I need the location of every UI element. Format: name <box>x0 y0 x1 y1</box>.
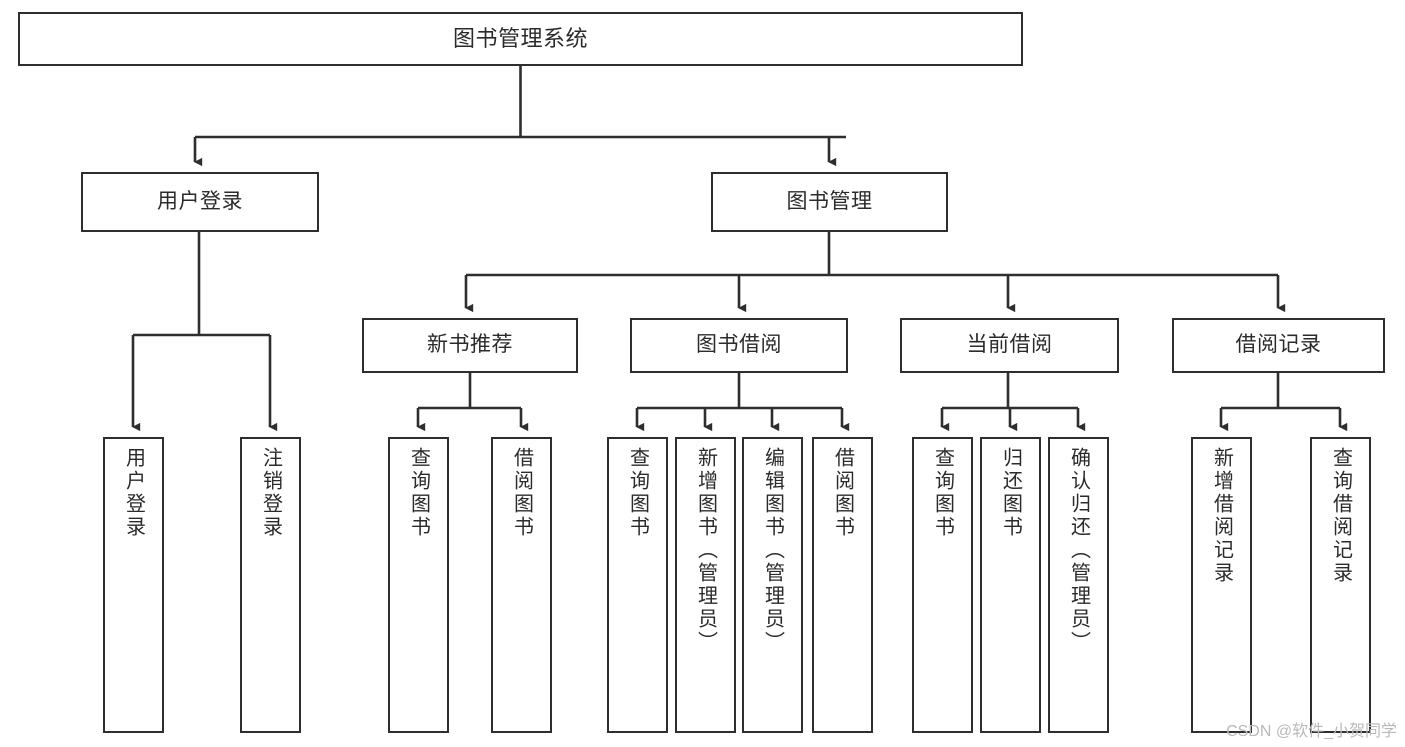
node-label: 用户登录 <box>122 447 145 539</box>
node-label: 图书借阅 <box>696 333 782 357</box>
leaf-borrow-add-book-admin[interactable]: 新增图书（管理员） <box>675 437 736 733</box>
leaf-user-login-logout[interactable]: 注销登录 <box>240 437 301 733</box>
leaf-record-query-record[interactable]: 查询借阅记录 <box>1310 437 1371 733</box>
leaf-borrow-edit-book-admin[interactable]: 编辑图书（管理员） <box>742 437 803 733</box>
node-new-book-recommend[interactable]: 新书推荐 <box>362 318 578 373</box>
node-label: 查询图书 <box>626 447 649 539</box>
watermark-text: CSDN @软件_小贺同学 <box>1226 723 1397 740</box>
node-label: 借阅图书 <box>510 447 533 539</box>
node-label: 查询图书 <box>931 447 954 539</box>
node-label: 当前借阅 <box>966 333 1053 357</box>
node-root-system[interactable]: 图书管理系统 <box>18 12 1023 66</box>
node-label: 新书推荐 <box>427 333 513 357</box>
node-label: 归还图书 <box>999 447 1022 539</box>
leaf-user-login-login[interactable]: 用户登录 <box>103 437 164 733</box>
node-label: 确认归还（管理员） <box>1067 447 1090 654</box>
node-label: 编辑图书（管理员） <box>761 447 784 654</box>
node-label: 借阅记录 <box>1235 333 1322 357</box>
node-label: 新增图书（管理员） <box>694 447 717 654</box>
node-label: 新增借阅记录 <box>1210 447 1233 585</box>
node-label: 图书管理 <box>786 189 873 213</box>
node-label: 查询图书 <box>407 447 430 539</box>
leaf-current-return-book[interactable]: 归还图书 <box>980 437 1041 733</box>
leaf-borrow-borrow-book[interactable]: 借阅图书 <box>812 437 873 733</box>
leaf-record-add-record[interactable]: 新增借阅记录 <box>1191 437 1252 733</box>
node-book-management[interactable]: 图书管理 <box>711 172 948 232</box>
leaf-recommend-borrow-book[interactable]: 借阅图书 <box>491 437 552 733</box>
node-label: 查询借阅记录 <box>1329 447 1352 585</box>
node-borrow-record[interactable]: 借阅记录 <box>1172 318 1385 373</box>
leaf-recommend-query-book[interactable]: 查询图书 <box>388 437 449 733</box>
node-book-borrow[interactable]: 图书借阅 <box>630 318 848 373</box>
node-label: 用户登录 <box>157 189 243 213</box>
leaf-current-query-book[interactable]: 查询图书 <box>912 437 973 733</box>
node-user-login[interactable]: 用户登录 <box>81 172 319 232</box>
node-label: 注销登录 <box>259 447 282 539</box>
node-current-borrow[interactable]: 当前借阅 <box>900 318 1119 373</box>
leaf-borrow-query-book[interactable]: 查询图书 <box>607 437 668 733</box>
node-label: 图书管理系统 <box>452 26 588 52</box>
node-label: 借阅图书 <box>831 447 854 539</box>
leaf-current-confirm-return-admin[interactable]: 确认归还（管理员） <box>1048 437 1109 733</box>
